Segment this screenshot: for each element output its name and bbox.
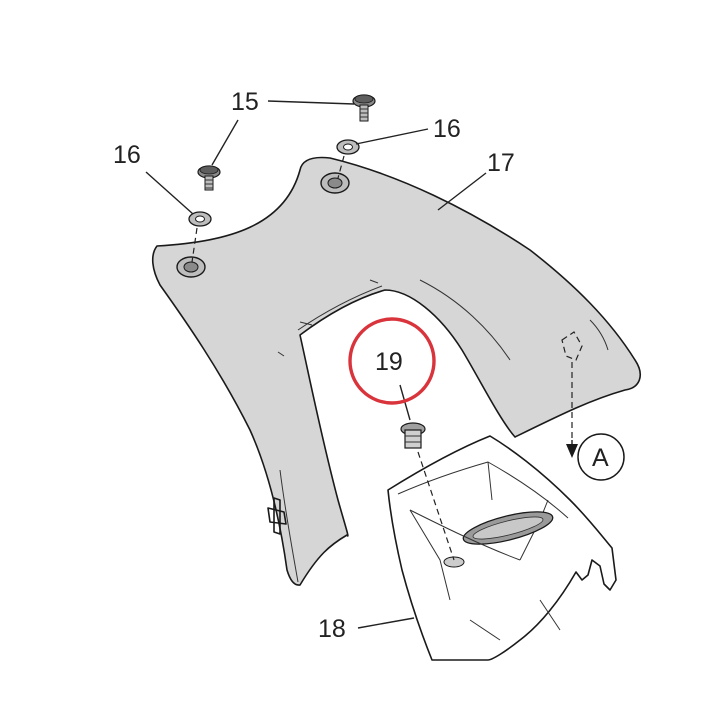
label-15: 15 xyxy=(231,88,259,116)
screw-left xyxy=(197,165,221,191)
assembly-lines xyxy=(191,155,578,561)
screw-right xyxy=(352,94,376,122)
mount-boss-right xyxy=(320,172,350,194)
label-16-left: 16 xyxy=(113,141,141,169)
clip-tab xyxy=(267,497,287,535)
washer-right xyxy=(336,139,360,155)
highlight-ring xyxy=(348,317,436,405)
push-fastener xyxy=(400,422,426,449)
direction-ref-circle xyxy=(577,433,625,481)
hidden-clip xyxy=(561,331,583,361)
washer-left xyxy=(188,211,212,227)
lower-cover xyxy=(387,435,617,661)
direction-arrow xyxy=(566,444,578,458)
label-a: A xyxy=(592,444,609,472)
mount-boss-left xyxy=(176,256,206,278)
side-panel xyxy=(151,156,641,586)
callout-leaders xyxy=(145,100,487,629)
label-16-right: 16 xyxy=(433,115,461,143)
label-18: 18 xyxy=(318,615,346,643)
label-17: 17 xyxy=(487,149,515,177)
label-19: 19 xyxy=(375,348,403,376)
